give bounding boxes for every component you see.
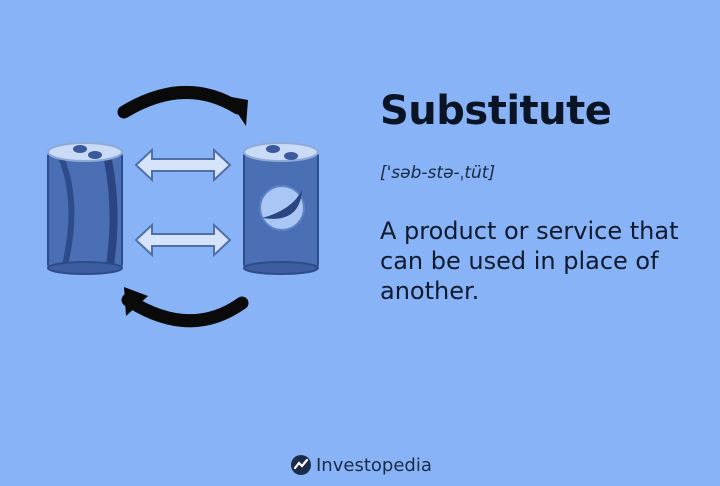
term-definition: A product or service that can be used in…	[380, 217, 679, 305]
double-arrow-icon	[134, 147, 232, 183]
term-pronunciation: ['səb-stə-ˌtüt]	[380, 163, 496, 183]
substitute-illustration	[0, 0, 360, 420]
double-arrow-icon	[134, 222, 232, 258]
curved-arrow-left-icon	[121, 287, 249, 328]
right-can	[243, 142, 319, 275]
left-can	[47, 142, 123, 275]
term-title: Substitute	[380, 88, 612, 134]
brand-name: Investopedia	[316, 454, 432, 476]
investopedia-logo-icon	[291, 455, 311, 475]
curved-arrow-right-icon	[117, 86, 248, 126]
brand-logo: Investopedia	[290, 454, 432, 476]
